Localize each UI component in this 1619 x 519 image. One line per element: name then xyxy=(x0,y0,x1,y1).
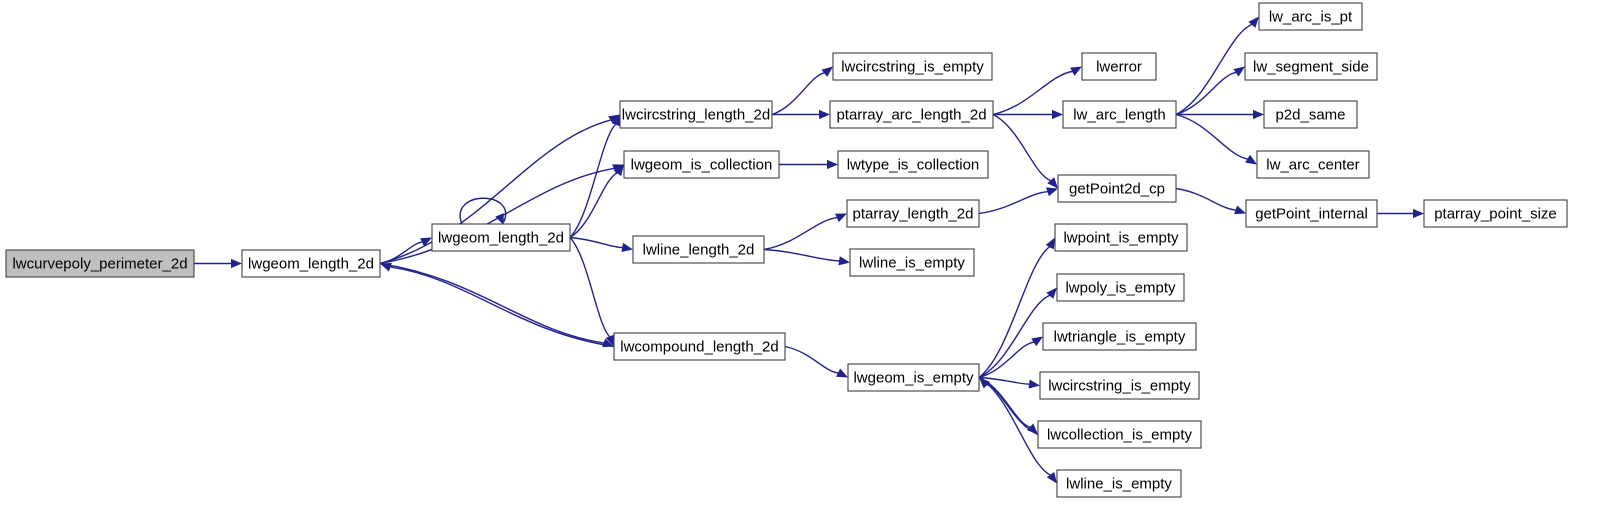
node-box[interactable] xyxy=(1245,199,1378,228)
graph-node[interactable]: lwtype_is_collection xyxy=(837,150,989,179)
graph-node[interactable]: lwtriangle_is_empty xyxy=(1042,322,1197,351)
node-box[interactable] xyxy=(837,150,989,179)
node-label: getPoint2d_cp xyxy=(1069,180,1165,197)
node-label: getPoint_internal xyxy=(1255,205,1368,222)
node-label: p2d_same xyxy=(1275,106,1345,123)
node-box[interactable] xyxy=(619,100,773,129)
graph-node[interactable]: lwgeom_is_collection xyxy=(623,150,780,179)
node-box[interactable] xyxy=(1062,100,1177,129)
node-label: lwgeom_is_collection xyxy=(631,156,773,173)
graph-node[interactable]: ptarray_arc_length_2d xyxy=(829,100,994,129)
graph-node[interactable]: lwgeom_length_2d xyxy=(241,249,381,278)
node-box[interactable] xyxy=(1263,100,1358,129)
graph-node[interactable]: lw_arc_center xyxy=(1256,150,1370,179)
node-label: lwcircstring_length_2d xyxy=(622,106,770,123)
node-label: lwpoint_is_empty xyxy=(1063,229,1179,246)
node-label: lwline_length_2d xyxy=(643,241,755,258)
node-box[interactable] xyxy=(5,249,195,278)
node-label: lw_segment_side xyxy=(1253,58,1369,75)
graph-node[interactable]: lwcompound_length_2d xyxy=(613,332,786,361)
node-box[interactable] xyxy=(1054,223,1188,252)
node-label: lwtype_is_collection xyxy=(847,156,980,173)
node-box[interactable] xyxy=(1056,469,1182,498)
node-label: lw_arc_center xyxy=(1266,156,1359,173)
graph-node[interactable]: lwline_length_2d xyxy=(632,235,765,264)
node-label: lwcompound_length_2d xyxy=(620,338,778,355)
graph-node[interactable]: lwline_is_empty xyxy=(849,248,975,277)
graph-node[interactable]: lwpoly_is_empty xyxy=(1056,273,1185,302)
graph-node[interactable]: lwgeom_is_empty xyxy=(847,363,980,392)
graph-node[interactable]: lwgeom_length_2d xyxy=(431,223,571,252)
graph-node[interactable]: lwcurvepoly_perimeter_2d xyxy=(5,249,195,278)
node-box[interactable] xyxy=(632,235,765,264)
node-box[interactable] xyxy=(1258,2,1363,31)
edge-layer xyxy=(194,16,1424,484)
node-label: lw_arc_is_pt xyxy=(1269,8,1353,25)
node-label: lwgeom_is_empty xyxy=(853,369,974,386)
node-label: ptarray_arc_length_2d xyxy=(836,106,986,123)
node-box[interactable] xyxy=(1423,199,1568,228)
node-box[interactable] xyxy=(613,332,786,361)
node-box[interactable] xyxy=(846,199,980,228)
graph-node[interactable]: lwcircstring_is_empty xyxy=(1039,371,1200,400)
node-box[interactable] xyxy=(1037,420,1202,449)
node-label: lw_arc_length xyxy=(1073,106,1166,123)
node-box[interactable] xyxy=(832,52,993,81)
node-box[interactable] xyxy=(1057,174,1177,203)
node-box[interactable] xyxy=(847,363,980,392)
node-box[interactable] xyxy=(1039,371,1200,400)
node-label: lwcollection_is_empty xyxy=(1047,426,1193,443)
node-label: lwcircstring_is_empty xyxy=(1048,377,1191,394)
graph-node[interactable]: ptarray_length_2d xyxy=(846,199,980,228)
node-box[interactable] xyxy=(1056,273,1185,302)
node-label: lwline_is_empty xyxy=(859,254,965,271)
node-box[interactable] xyxy=(1042,322,1197,351)
graph-node[interactable]: lwline_is_empty xyxy=(1056,469,1182,498)
node-box[interactable] xyxy=(1256,150,1370,179)
graph-node[interactable]: lwcollection_is_empty xyxy=(1037,420,1202,449)
graph-node[interactable]: lwpoint_is_empty xyxy=(1054,223,1188,252)
node-layer: lwcurvepoly_perimeter_2d lwgeom_length_2d… xyxy=(5,2,1568,498)
graph-node[interactable]: lwerror xyxy=(1081,52,1157,81)
node-label: ptarray_point_size xyxy=(1434,205,1557,222)
node-box[interactable] xyxy=(1244,52,1378,81)
node-box[interactable] xyxy=(623,150,780,179)
node-label: lwgeom_length_2d xyxy=(248,255,374,272)
node-label: ptarray_length_2d xyxy=(853,205,974,222)
node-box[interactable] xyxy=(829,100,994,129)
node-box[interactable] xyxy=(849,248,975,277)
graph-node[interactable]: lw_segment_side xyxy=(1244,52,1378,81)
graph-node[interactable]: lwcircstring_is_empty xyxy=(832,52,993,81)
graph-node[interactable]: getPoint2d_cp xyxy=(1057,174,1177,203)
node-label: lwtriangle_is_empty xyxy=(1054,328,1186,345)
node-box[interactable] xyxy=(1081,52,1157,81)
node-box[interactable] xyxy=(241,249,381,278)
graph-node[interactable]: getPoint_internal xyxy=(1245,199,1378,228)
node-label: lwerror xyxy=(1096,58,1142,75)
node-label: lwpoly_is_empty xyxy=(1065,279,1176,296)
node-label: lwgeom_length_2d xyxy=(438,229,564,246)
node-label: lwline_is_empty xyxy=(1066,475,1172,492)
graph-node[interactable]: lw_arc_is_pt xyxy=(1258,2,1363,31)
graph-node[interactable]: lwcircstring_length_2d xyxy=(619,100,773,129)
node-label: lwcircstring_is_empty xyxy=(841,58,984,75)
node-box[interactable] xyxy=(431,223,571,252)
graph-node[interactable]: ptarray_point_size xyxy=(1423,199,1568,228)
graph-node[interactable]: p2d_same xyxy=(1263,100,1358,129)
graph-node[interactable]: lw_arc_length xyxy=(1062,100,1177,129)
node-label: lwcurvepoly_perimeter_2d xyxy=(12,255,187,272)
